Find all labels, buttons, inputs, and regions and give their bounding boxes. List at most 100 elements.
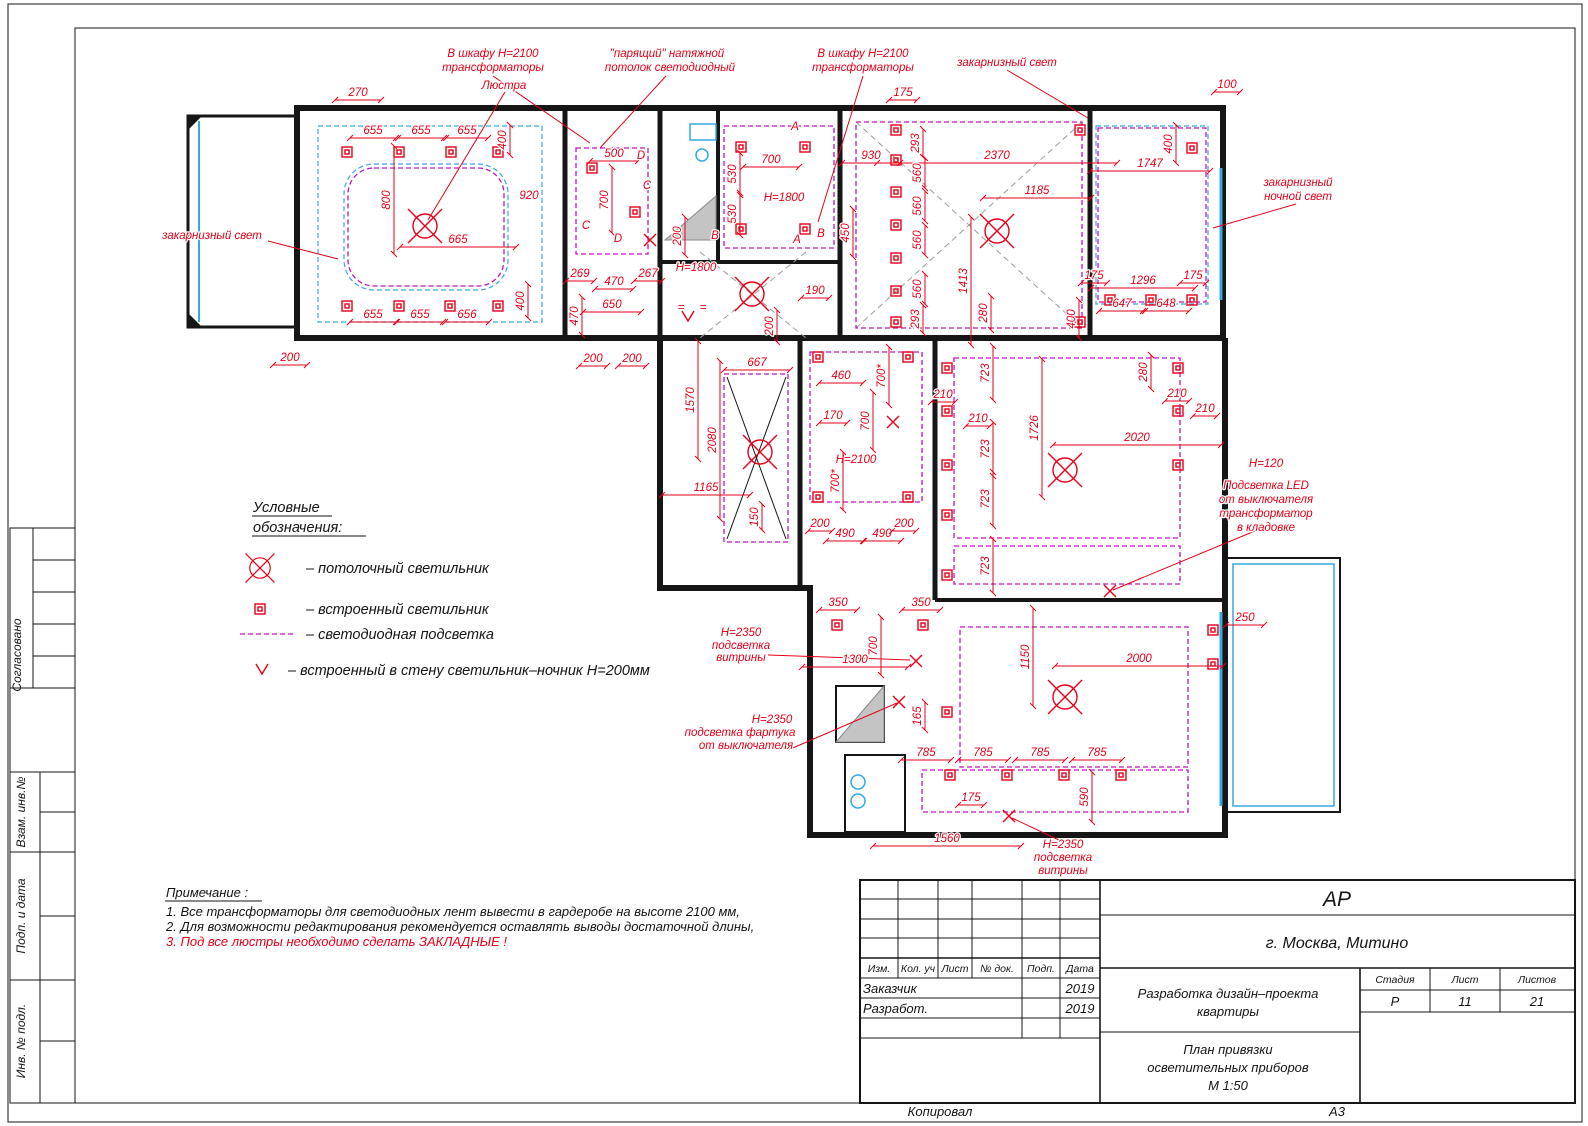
plan-label: 785 bbox=[973, 747, 993, 759]
dimension-line bbox=[797, 294, 833, 302]
plan-label: 200 bbox=[893, 518, 914, 530]
plan-label: 490 bbox=[872, 528, 892, 540]
recessed-light-symbols bbox=[341, 124, 1219, 781]
plan-label: 400 bbox=[1163, 134, 1175, 154]
stage-header: Стадия bbox=[1375, 974, 1415, 986]
dimension-line bbox=[658, 491, 754, 499]
plan-label: 210 bbox=[1194, 403, 1215, 415]
dimension-line bbox=[1088, 768, 1096, 826]
col-data: Дата bbox=[1065, 963, 1094, 975]
plan-label: 1413 bbox=[958, 268, 970, 294]
plan-label: 1150 bbox=[1020, 644, 1032, 669]
plan-label: витрины bbox=[716, 652, 766, 664]
dimension-line bbox=[1068, 756, 1126, 764]
dimension-line bbox=[919, 301, 927, 337]
plan-label: 785 bbox=[1030, 747, 1050, 759]
plan-label: 165 bbox=[912, 706, 924, 726]
plan-label: 150 bbox=[749, 507, 761, 527]
dimension-line bbox=[758, 500, 766, 534]
plan-label: = bbox=[678, 302, 685, 314]
plan-label: от выключателя bbox=[699, 740, 793, 752]
col-doc: № док. bbox=[980, 963, 1014, 975]
project-city: г. Москва, Митино bbox=[1266, 935, 1409, 952]
dimension-line bbox=[346, 134, 400, 142]
plan-label: 2080 bbox=[707, 427, 719, 454]
stamp-inv-label: Инв. № подл. bbox=[14, 1004, 28, 1078]
plan-label: 293 bbox=[910, 309, 922, 330]
dimension-line bbox=[1176, 279, 1210, 287]
dimension-line bbox=[954, 801, 988, 809]
left-stamp-grid bbox=[9, 527, 76, 1104]
plan-label: H=1800 bbox=[676, 262, 717, 274]
plan-label: 1726 bbox=[1029, 415, 1041, 441]
plan-label: 210 bbox=[967, 413, 988, 425]
stamp-vzam-label: Взам. инв.№ bbox=[14, 777, 28, 848]
plan-label: 190 bbox=[805, 285, 825, 297]
plan-label: 1570 bbox=[685, 387, 697, 413]
dimension-line bbox=[989, 468, 997, 530]
dimension-line bbox=[694, 337, 702, 463]
row-developer: Разработ. bbox=[863, 1001, 928, 1016]
plan-label: H=120 bbox=[1249, 458, 1284, 470]
dimension-line bbox=[393, 318, 447, 326]
plan-label: 930 bbox=[861, 150, 881, 162]
dimension-line bbox=[921, 154, 929, 192]
plan-label: 400 bbox=[497, 130, 509, 150]
footer-format: А3 bbox=[1328, 1104, 1346, 1119]
plan-label: 647 bbox=[1112, 298, 1132, 310]
plan-label: 656 bbox=[457, 309, 477, 321]
plan-label: 785 bbox=[916, 747, 936, 759]
plan-label: H=2350 bbox=[1043, 839, 1084, 851]
dimension-line bbox=[1075, 296, 1083, 342]
project-name: Разработка дизайн–проекта bbox=[1138, 986, 1319, 1001]
plan-label: 655 bbox=[363, 125, 383, 137]
plan-label: 250 bbox=[1234, 612, 1255, 624]
col-izm: Изм. bbox=[868, 963, 890, 975]
legend-item: – встроенный светильник bbox=[305, 602, 490, 618]
plan-label: C bbox=[582, 220, 591, 232]
dimension-line bbox=[579, 308, 645, 316]
dimension-line bbox=[578, 293, 586, 339]
plan-label: 655 bbox=[411, 125, 431, 137]
sheets-value: 21 bbox=[1529, 994, 1544, 1009]
dimension-line bbox=[954, 756, 1012, 764]
project-name-2: квартиры bbox=[1197, 1004, 1259, 1019]
plan-label: 175 bbox=[1084, 270, 1104, 282]
dimension-line bbox=[1051, 662, 1227, 670]
plan-label: 400 bbox=[1066, 309, 1078, 329]
plan-label: 530 bbox=[727, 204, 739, 224]
dimension-line bbox=[987, 292, 995, 334]
dimension-line bbox=[614, 362, 650, 370]
plan-label: трансформаторы bbox=[812, 62, 914, 74]
plan-label: 2370 bbox=[983, 150, 1010, 162]
plan-label: 269 bbox=[569, 268, 590, 280]
dimension-line bbox=[441, 318, 493, 326]
legend-item: – встроенный в стену светильник–ночник H… bbox=[287, 663, 650, 679]
dimension-line bbox=[591, 285, 637, 293]
dimension-line bbox=[269, 361, 311, 369]
sheets-header: Листов bbox=[1517, 974, 1557, 986]
dimension-line bbox=[921, 221, 929, 259]
dimension-line bbox=[1038, 355, 1046, 501]
dimension-line bbox=[1172, 121, 1180, 167]
drawing-scale: М 1:50 bbox=[1208, 1078, 1249, 1093]
plan-label: 280 bbox=[978, 303, 990, 324]
plan-label: 723 bbox=[980, 363, 992, 383]
plan-label: потолок светодиодный bbox=[605, 62, 736, 74]
dimension-line bbox=[1086, 167, 1214, 175]
sheet-border bbox=[7, 3, 1583, 1123]
plan-label: 723 bbox=[980, 556, 992, 576]
dimension-line bbox=[888, 527, 920, 535]
plan-label: закарнизный свет bbox=[161, 230, 262, 242]
plan-label: H=2350 bbox=[752, 714, 793, 726]
plan-label: 293 bbox=[910, 133, 922, 154]
plan-label: 1296 bbox=[1130, 275, 1156, 287]
plan-label: 560 bbox=[912, 163, 924, 183]
dimension-line bbox=[798, 663, 912, 671]
dimension-line bbox=[967, 213, 975, 349]
plan-label: 560 bbox=[912, 230, 924, 250]
dimension-line bbox=[1210, 88, 1244, 96]
dimension-line bbox=[897, 756, 955, 764]
dimension-line bbox=[1011, 756, 1069, 764]
